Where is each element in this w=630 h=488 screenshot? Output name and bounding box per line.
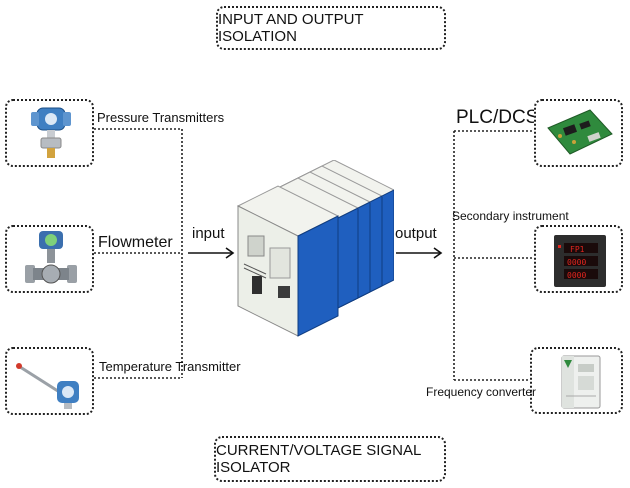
pressure-transmitter-icon [31, 107, 71, 158]
frequency-converter-icon [561, 355, 601, 409]
input-box-pressure [5, 99, 94, 167]
output-box-plc [534, 99, 623, 167]
output-box-frequency [530, 347, 623, 414]
signal-isolator-icon [236, 160, 394, 337]
title-bottom: CURRENT/VOLTAGE SIGNAL ISOLATOR [216, 442, 421, 476]
label-secondary: Secondary instrument [452, 209, 569, 223]
meter-reading-2: 0000 [567, 258, 586, 267]
input-box-flowmeter [5, 225, 94, 293]
label-plc: PLC/DCS [456, 107, 539, 128]
output-box-secondary: FP1 0000 0000 [534, 225, 623, 293]
title-top: INPUT AND OUTPUT ISOLATION [218, 11, 364, 45]
plc-board-icon [547, 109, 613, 155]
flowmeter-icon [25, 231, 77, 284]
label-temperature: Temperature Transmitter [99, 359, 241, 374]
title-box-bottom: CURRENT/VOLTAGE SIGNAL ISOLATOR [214, 436, 446, 482]
label-pressure: Pressure Transmitters [97, 110, 225, 125]
input-box-temperature [5, 347, 94, 415]
title-box-top: INPUT AND OUTPUT ISOLATION [216, 6, 446, 50]
label-flowmeter: Flowmeter [98, 234, 173, 251]
panel-meter-icon: FP1 0000 0000 [554, 235, 606, 287]
meter-reading-1: FP1 [570, 245, 585, 254]
meter-reading-3: 0000 [567, 271, 586, 280]
output-label: output [395, 225, 437, 242]
input-label: input [192, 225, 225, 242]
label-frequency: Frequency converter [426, 385, 537, 399]
temperature-transmitter-icon [16, 363, 79, 409]
